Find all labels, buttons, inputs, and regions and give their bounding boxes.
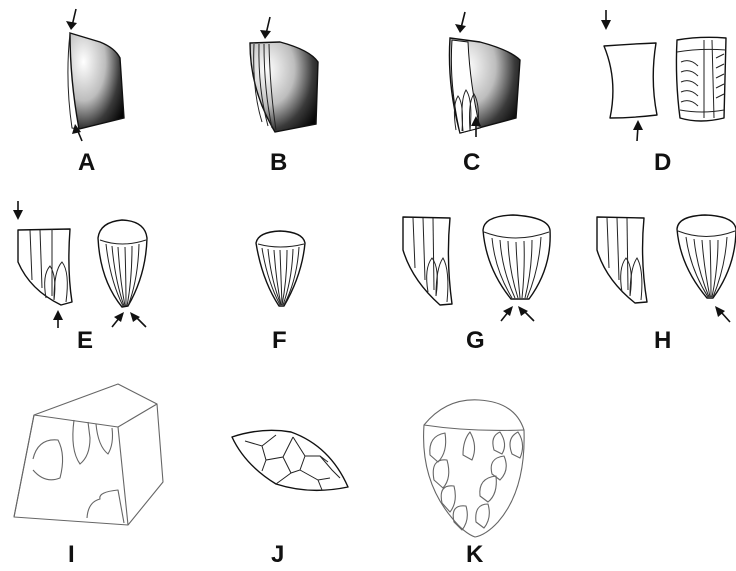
panel-f: F (256, 231, 305, 354)
panel-label-e: E (77, 327, 93, 354)
panel-g: G (403, 215, 550, 354)
arrow-up-right-icon (501, 306, 513, 321)
core-g-front-view (483, 215, 550, 299)
panel-i: I (14, 384, 163, 568)
arrow-up-icon (53, 310, 63, 328)
panel-label-h: H (654, 327, 671, 354)
core-d-flaked-view (676, 37, 726, 121)
core-c-drawing (449, 38, 520, 133)
arrow-down-icon (66, 9, 77, 30)
core-h-side-view (597, 217, 647, 303)
panel-label-b: B (270, 149, 287, 176)
panel-label-d: D (654, 149, 671, 176)
core-d-outline (604, 43, 657, 118)
panel-label-f: F (272, 327, 287, 354)
panel-label-i: I (68, 541, 75, 568)
arrow-down-icon (601, 10, 611, 30)
panel-b: B (250, 17, 318, 176)
panel-d: D (601, 10, 726, 176)
panel-j: J (232, 430, 348, 568)
core-f-drawing (256, 231, 305, 306)
arrow-down-icon (260, 17, 271, 39)
panel-label-g: G (466, 327, 485, 354)
panel-label-c: C (463, 149, 480, 176)
panel-label-a: A (78, 149, 95, 176)
panel-k: K (424, 400, 525, 568)
panel-a: A (66, 9, 124, 176)
panel-c: C (449, 12, 520, 176)
core-k-drawing (424, 400, 525, 537)
panel-e: E (13, 201, 147, 354)
arrow-up-left-icon (715, 306, 730, 322)
arrow-up-icon (633, 120, 643, 141)
arrow-up-left-icon (518, 306, 534, 321)
panel-h: H (597, 215, 736, 354)
core-e-side-view (18, 229, 72, 305)
arrow-down-icon (455, 12, 466, 33)
panel-label-j: J (271, 541, 284, 568)
arrow-up-left-icon (130, 312, 146, 327)
core-e-front-view (98, 220, 147, 307)
core-g-side-view (403, 217, 452, 305)
core-i-drawing (14, 384, 163, 525)
arrow-up-right-icon (112, 312, 124, 327)
panel-label-k: K (466, 541, 484, 568)
core-h-front-view (677, 215, 736, 298)
arrow-down-icon (13, 201, 23, 220)
core-a-drawing (68, 33, 124, 129)
core-b-drawing (250, 42, 318, 132)
core-j-drawing (232, 430, 348, 490)
